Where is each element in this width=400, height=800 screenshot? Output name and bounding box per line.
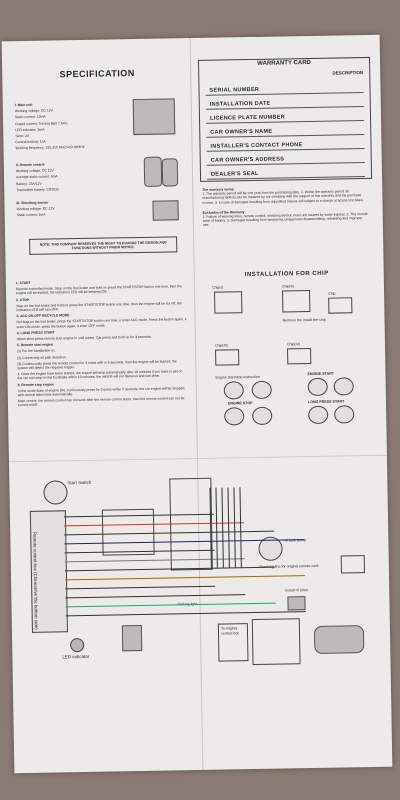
chip-diagram-figure xyxy=(287,348,312,365)
chip-diagram-figure xyxy=(214,291,243,314)
chip-label: ENGINE STOP xyxy=(227,401,253,406)
spec-note: NOTE: THIS COMPANY RESERVES THE RIGHT TO… xyxy=(29,236,178,256)
chip-diagram-figure xyxy=(215,349,240,366)
wire xyxy=(233,487,236,568)
specification-title: SPECIFICATION xyxy=(59,68,135,80)
siren-icon xyxy=(287,596,306,611)
warranty-field-label: SERIAL NUMBER xyxy=(209,86,260,94)
remote-fob-image xyxy=(143,156,163,187)
warranty-field-row: DEALER'S SEAL xyxy=(206,162,366,180)
spec-line: III. Shocking sensor xyxy=(16,200,49,206)
spec-line: Output current: Turning light 7.5A/1 xyxy=(15,120,68,126)
wire xyxy=(239,487,242,568)
chip-diagram-figure xyxy=(328,297,353,314)
warranty-exclusion-text: 1. Failure of warning siren, remote cont… xyxy=(202,212,368,228)
chip-diagram-figure xyxy=(223,381,244,400)
led-indicator-icon xyxy=(70,638,85,653)
warranty-card: WARRANTY CARD DESCRIPTION SERIAL NUMBER I… xyxy=(197,56,373,182)
chip-label: Chip(II) xyxy=(281,284,294,289)
wire xyxy=(65,602,276,608)
install-siren-label: Install of Siren xyxy=(285,588,309,593)
chip-label: Remove the install the chip xyxy=(282,317,326,323)
chip-title: INSTALLATION FOR CHIP xyxy=(244,270,329,279)
chip-diagram-figure xyxy=(333,377,354,396)
chip-diagram-figure xyxy=(308,405,329,425)
warranty-terms: The warranty terms: 1. The warranty peri… xyxy=(202,185,369,228)
spec-line: LED indicator: 3mA xyxy=(15,127,45,132)
led-indicator-label: LED indicator xyxy=(62,653,90,660)
control-box-label: Remote control box (Chinese/ve the botto… xyxy=(32,531,39,630)
central-lock-note: To original central lock xyxy=(220,626,240,636)
spec-line: Working voltage: DC 12V xyxy=(15,168,54,174)
chip-diagram-figure xyxy=(334,405,355,424)
instruction-line: Step on the foot brake and hold on press… xyxy=(16,301,182,313)
chip-label: LONG PRESS START xyxy=(307,399,345,405)
spec-line: Central locking: 15A xyxy=(15,139,46,145)
start-switch-icon xyxy=(43,480,68,505)
chip-label: Chip(III) xyxy=(214,343,228,348)
instruction-line: Main control: the remote control can not… xyxy=(17,396,185,408)
car-icon xyxy=(313,625,365,654)
chip-label: Chip(I) xyxy=(211,285,223,290)
instruction-line: (3) Continuously press the remote contro… xyxy=(17,359,177,371)
spec-line: Static current: 10mA xyxy=(14,115,46,120)
shock-sensor-icon xyxy=(121,624,143,652)
chip-diagram-figure xyxy=(251,380,272,400)
spec-line: Siren: 2A xyxy=(15,133,30,139)
spec-line: I. Main unit xyxy=(14,102,33,108)
spec-line: Battery: 23A/12V xyxy=(16,181,42,186)
wire xyxy=(65,594,246,599)
remote-fob-image-2 xyxy=(161,158,179,187)
spec-line: Working frequency: 315.315 MHZ/433.92MHZ xyxy=(15,145,85,151)
instruction-line: 4. Once the engine have been started, th… xyxy=(17,369,183,381)
warranty-field-label: INSTALLATION DATE xyxy=(209,100,271,108)
spec-line: Transmitter battery: CR2032 xyxy=(16,187,59,192)
chip-label: Engine start/stop instruction xyxy=(215,374,260,380)
warranty-field-label: DEALER'S SEAL xyxy=(210,170,259,178)
instruction-line: Not step on the foot brake, press the ST… xyxy=(16,317,187,329)
chip-diagram-figure xyxy=(224,407,245,426)
chip-label: Chip(IV) xyxy=(286,342,301,347)
chip-label: ENGINE START xyxy=(307,371,335,377)
warranty-title: WARRANTY CARD xyxy=(257,59,311,67)
spec-line: Static current: 1mA xyxy=(16,213,46,218)
spec-line: Average static current: 8mA xyxy=(15,174,58,180)
switch-box xyxy=(340,555,365,574)
chip-diagram-figure xyxy=(282,290,311,313)
main-unit-image xyxy=(132,98,176,136)
wire xyxy=(215,487,218,568)
instruction-line: Remote controlled mode: Step on the foot… xyxy=(15,284,182,296)
spec-line: Working voltage: DC 12V xyxy=(14,108,53,114)
chip-label: Chip xyxy=(328,291,336,296)
wire xyxy=(65,611,306,617)
chip-diagram-figure xyxy=(307,377,328,397)
spec-line: II. Remote control xyxy=(15,162,45,168)
start-switch-label: Start Switch xyxy=(67,479,92,486)
central-lock-note-box: To original central lock xyxy=(217,623,249,662)
wire xyxy=(65,585,216,590)
door-lock-table xyxy=(251,618,301,666)
spec-line: Working voltage: DC 12V xyxy=(16,206,55,212)
remote-control-box: Remote control box (Chinese/ve the botto… xyxy=(29,510,68,633)
wire xyxy=(227,487,230,568)
chip-diagram-figure xyxy=(252,406,273,426)
warranty-terms-text: 1. The warranty period will be one year … xyxy=(202,189,364,205)
wire xyxy=(221,487,224,568)
wire xyxy=(65,575,306,581)
instruction-line: In the mode state of engine ON, continuo… xyxy=(17,386,186,398)
shock-sensor-image xyxy=(152,200,179,221)
warranty-description-header: DESCRIPTION xyxy=(332,70,364,76)
